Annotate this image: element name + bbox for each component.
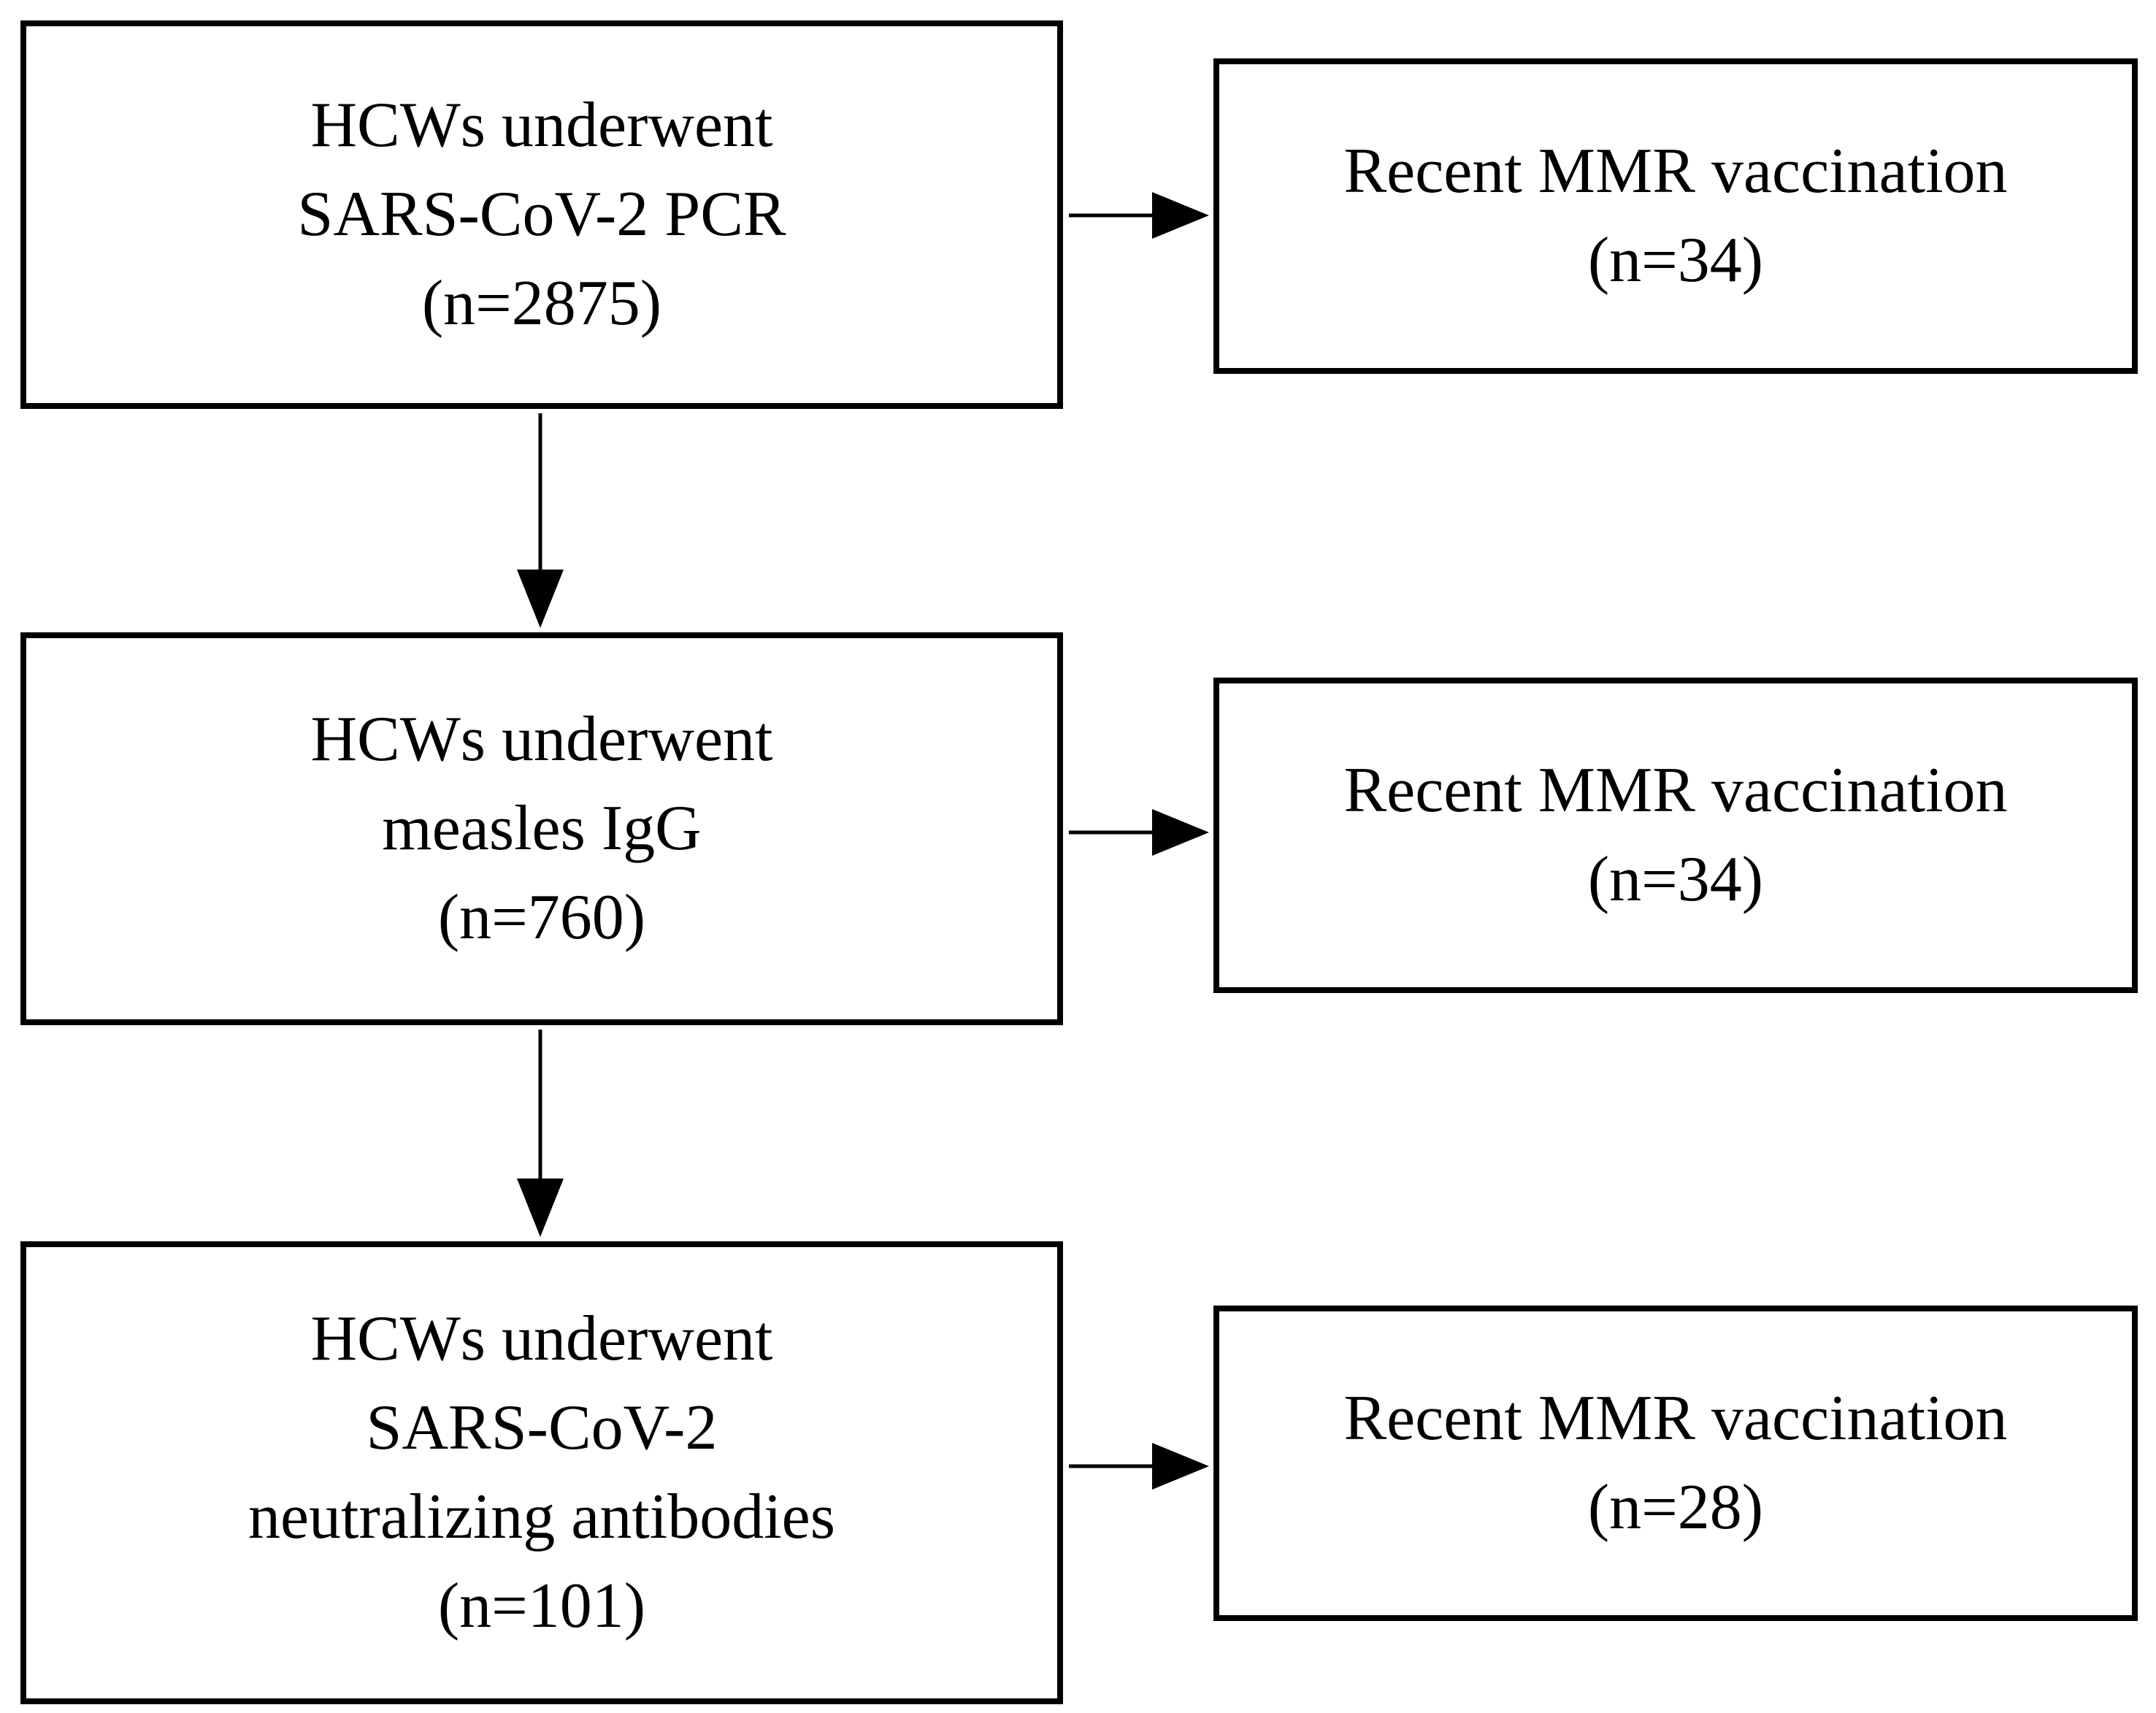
flow-box-text-line: SARS-CoV-2: [366, 1392, 718, 1463]
flow-box-count: (n=34): [1587, 844, 1764, 915]
flow-box-count: (n=34): [1587, 225, 1764, 296]
right-arrow-icon: [1069, 1443, 1209, 1490]
flow-box-count: (n=2875): [421, 268, 662, 339]
flow-box-count: (n=101): [437, 1571, 646, 1641]
flow-box-exclusion-mmr-2: Recent MMR vaccination (n=34): [1213, 678, 2138, 993]
flow-box-count: (n=28): [1587, 1472, 1764, 1543]
flow-box-sars-cov-2-pcr: HCWs underwent SARS-CoV-2 PCR (n=2875): [20, 20, 1063, 409]
flow-box-measles-igg: HCWs underwent measles IgG (n=760): [20, 632, 1063, 1025]
right-arrow-icon: [1069, 192, 1209, 239]
flow-box-exclusion-mmr-3: Recent MMR vaccination (n=28): [1213, 1306, 2138, 1621]
flow-box-text-line: Recent MMR vaccination: [1343, 1383, 2008, 1454]
flow-box-text-line: Recent MMR vaccination: [1343, 136, 2008, 207]
down-arrow-icon: [517, 1030, 564, 1237]
flow-box-exclusion-mmr-1: Recent MMR vaccination (n=34): [1213, 58, 2138, 374]
flow-box-text-line: HCWs underwent: [310, 1303, 773, 1374]
flow-box-text-line: HCWs underwent: [310, 704, 773, 775]
flow-box-neutralizing-antibodies: HCWs underwent SARS-CoV-2 neutralizing a…: [20, 1241, 1063, 1704]
flow-box-text-line: HCWs underwent: [310, 90, 773, 161]
flow-box-text-line: measles IgG: [382, 793, 702, 864]
flow-box-text-line: SARS-CoV-2 PCR: [297, 179, 786, 250]
flow-box-count: (n=760): [437, 882, 646, 953]
flow-box-text-line: neutralizing antibodies: [248, 1482, 835, 1552]
flow-box-text-line: Recent MMR vaccination: [1343, 755, 2008, 826]
down-arrow-icon: [517, 413, 564, 628]
right-arrow-icon: [1069, 809, 1209, 856]
